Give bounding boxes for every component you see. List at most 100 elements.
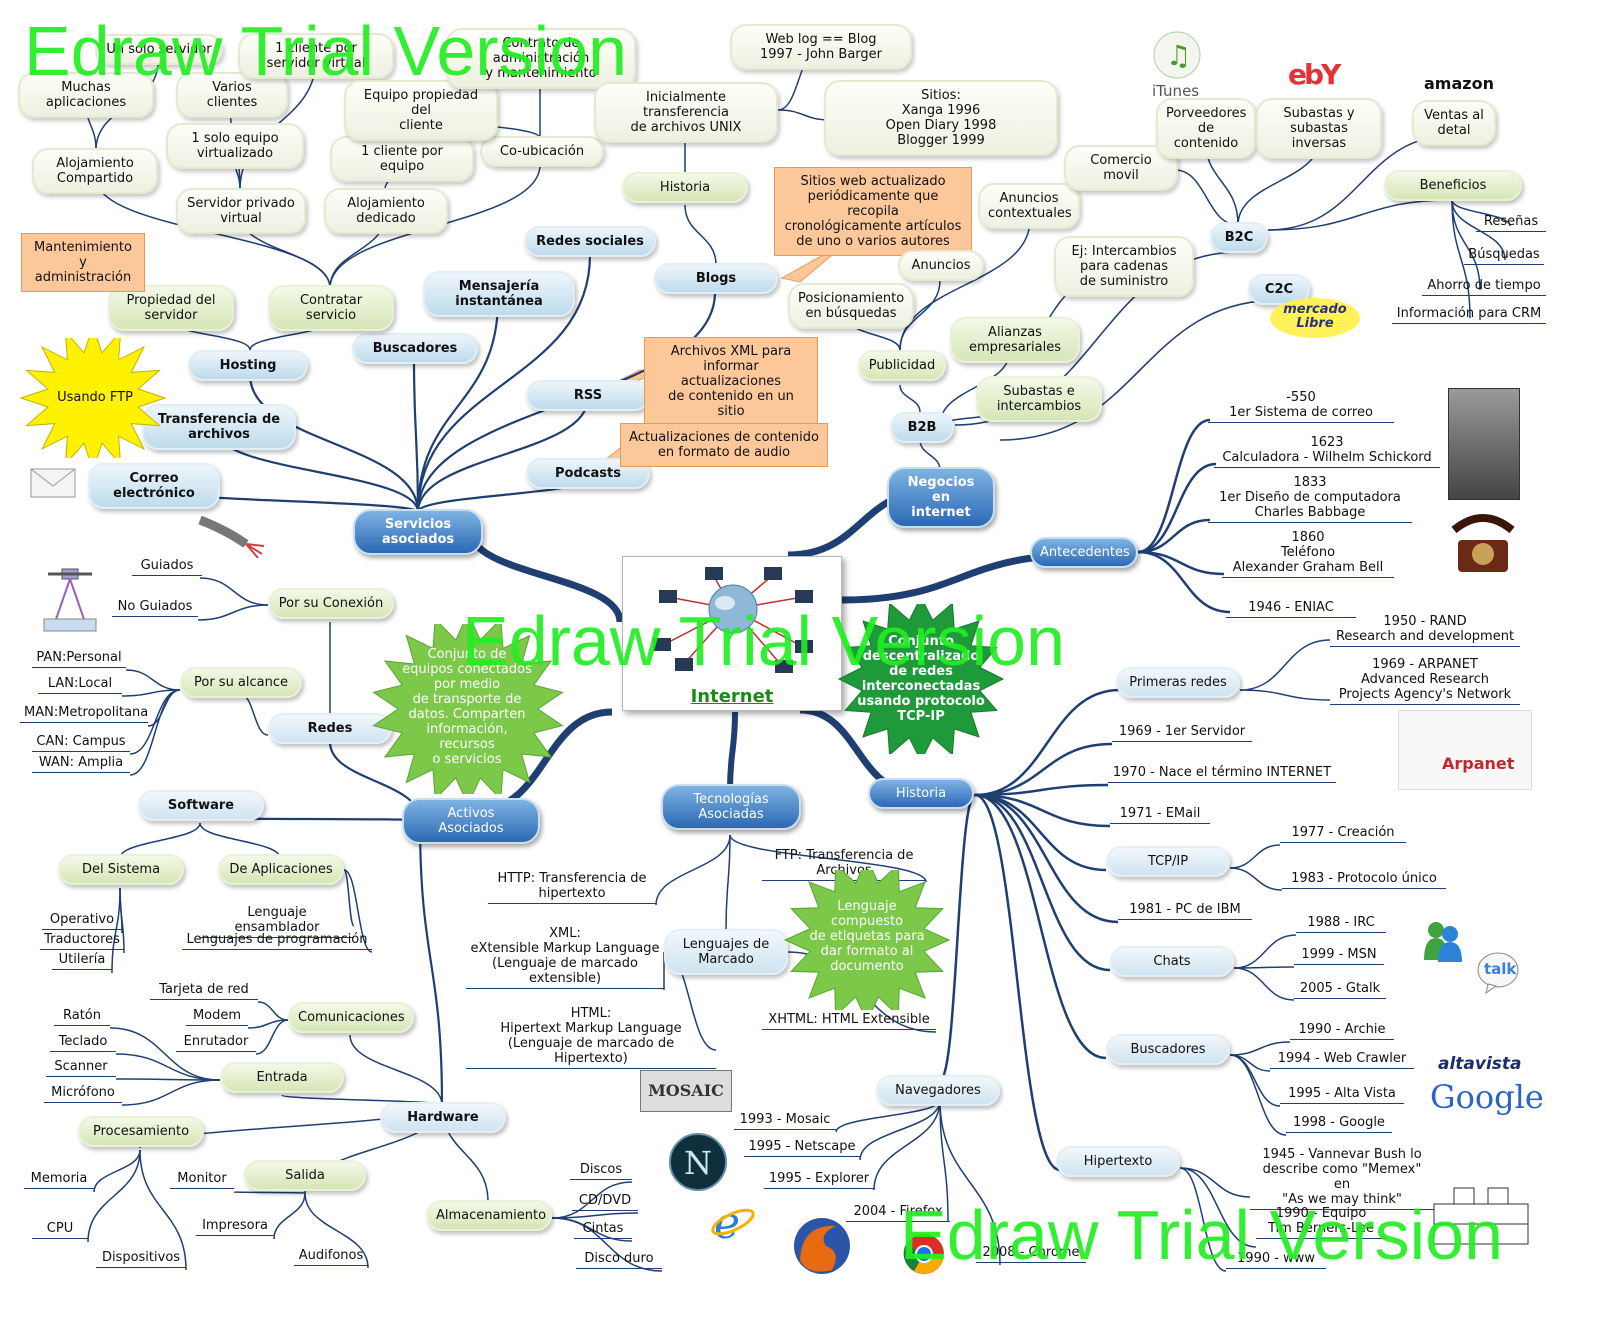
node-un-solo-servidor[interactable]: Un solo servidor — [95, 34, 223, 65]
node-almacenamiento[interactable]: Almacenamiento — [426, 1200, 552, 1231]
branch-negocios-internet[interactable]: Negocios en internet — [887, 467, 995, 528]
hypertext-machine-icon — [1433, 1187, 1529, 1245]
leaf-disco-duro: Disco duro — [576, 1249, 662, 1269]
telephone-icon — [1451, 514, 1515, 572]
gtalk-logo-text: talk — [1484, 960, 1517, 978]
node-de-aplicaciones[interactable]: De Aplicaciones — [218, 854, 344, 885]
leaf-ahorro-tiempo: Ahorro de tiempo — [1422, 276, 1546, 296]
mercadolibre-logo: mercado Libre — [1270, 298, 1360, 338]
node-alianzas[interactable]: Alianzas empresariales — [950, 317, 1080, 363]
branch-activos-asociados[interactable]: Activos Asociados — [402, 798, 540, 844]
node-buscadores-historia[interactable]: Buscadores — [1106, 1034, 1230, 1065]
node-varios-clientes[interactable]: Varios clientes — [176, 72, 288, 118]
node-por-su-conexion[interactable]: Por su Conexión — [268, 588, 394, 619]
leaf-xml: XML: eXtensible Markup Language (Lenguaj… — [466, 924, 664, 989]
node-weblog[interactable]: Web log == Blog 1997 - John Barger — [730, 24, 912, 70]
node-tcpip[interactable]: TCP/IP — [1106, 846, 1230, 877]
node-b2c[interactable]: B2C — [1210, 222, 1268, 253]
node-buscadores[interactable]: Buscadores — [352, 333, 478, 364]
network-globe-icon — [653, 567, 813, 673]
center-node-internet[interactable]: Internet — [622, 556, 842, 711]
leaf-lan: LAN:Local — [38, 674, 122, 694]
node-hosting[interactable]: Hosting — [188, 350, 308, 381]
node-b2b[interactable]: B2B — [890, 412, 954, 443]
node-subastas-inversas[interactable]: Subastas y subastas inversas — [1256, 98, 1382, 159]
node-hardware[interactable]: Hardware — [380, 1102, 506, 1133]
node-alojamiento-compartido[interactable]: Alojamiento Compartido — [32, 148, 158, 194]
node-publicidad[interactable]: Publicidad — [858, 350, 946, 381]
leaf-cpu: CPU — [32, 1219, 88, 1239]
node-transferencia-archivos[interactable]: Transferencia de archivos — [142, 404, 296, 450]
leaf-impresora: Impresora — [196, 1216, 274, 1236]
node-anuncios-contextuales[interactable]: Anuncios contextuales — [978, 183, 1080, 229]
portrait-image-icon — [1448, 388, 1520, 500]
leaf-tcp-creacion: 1977 - Creación — [1280, 823, 1406, 843]
leaf-webcrawler: 1994 - Web Crawler — [1270, 1049, 1414, 1069]
node-del-sistema[interactable]: Del Sistema — [58, 854, 184, 885]
node-chats[interactable]: Chats — [1110, 946, 1234, 977]
branch-antecedentes[interactable]: Antecedentes — [1030, 537, 1138, 568]
node-redes-sociales[interactable]: Redes sociales — [524, 226, 656, 257]
leaf-man: MAN:Metropolitana — [20, 703, 148, 723]
node-historia-blog[interactable]: Historia — [622, 172, 748, 203]
internet-definicion-text: Conjunto descentralizado de redes interc… — [857, 634, 985, 724]
leaf-firefox: 2004 - Firefox — [846, 1202, 950, 1222]
node-anuncios[interactable]: Anuncios — [898, 250, 984, 281]
leaf-enrutador: Enrutador — [176, 1032, 256, 1052]
node-correo-electronico[interactable]: Correo electrónico — [88, 463, 220, 509]
node-salida[interactable]: Salida — [244, 1160, 366, 1191]
node-posicionamiento[interactable]: Posicionamiento en búsquedas — [788, 283, 914, 329]
node-servidor-privado-virtual[interactable]: Servidor privado virtual — [176, 188, 306, 234]
google-logo: Google — [1430, 1078, 1544, 1116]
node-primeras-redes[interactable]: Primeras redes — [1116, 667, 1240, 698]
node-navegadores[interactable]: Navegadores — [876, 1075, 1000, 1106]
node-blogs[interactable]: Blogs — [654, 263, 778, 294]
node-rss[interactable]: RSS — [526, 380, 650, 411]
node-equipo-propiedad-cliente[interactable]: Equipo propiedad del cliente — [344, 80, 498, 141]
leaf-antecedente-calculadora: 1623 Calculadora - Wilhelm Schickord — [1214, 433, 1440, 468]
arpanet-logo-text: Arpanet — [1442, 754, 1515, 773]
node-software[interactable]: Software — [138, 790, 264, 821]
branch-tecnologias-asociadas[interactable]: Tecnologías Asociadas — [661, 784, 801, 830]
node-proveedores-contenido[interactable]: Porveedores de contenido — [1156, 98, 1256, 159]
node-hipertexto[interactable]: Hipertexto — [1056, 1146, 1180, 1177]
node-intercambios-suministro[interactable]: Ej: Intercambios para cadenas de suminis… — [1054, 236, 1194, 297]
node-un-equipo-virtualizado[interactable]: 1 solo equipo virtualizado — [166, 123, 304, 169]
node-muchas-aplicaciones[interactable]: Muchas aplicaciones — [18, 72, 154, 118]
node-procesamiento[interactable]: Procesamiento — [78, 1116, 204, 1147]
star-internet-definicion — [837, 604, 1005, 754]
node-por-su-alcance[interactable]: Por su alcance — [180, 667, 302, 698]
node-un-cliente-equipo[interactable]: 1 cliente por equipo — [330, 136, 474, 182]
leaf-explorer: 1995 - Explorer — [764, 1169, 874, 1189]
msn-messenger-icon — [1424, 922, 1462, 962]
leaf-antecedente-correo: -550 1er Sistema de correo — [1208, 388, 1394, 423]
internet-explorer-icon: e — [711, 1198, 755, 1244]
star-usando-ftp — [19, 338, 167, 458]
leaf-operativo: Operativo — [42, 910, 122, 930]
leaf-monitor: Monitor — [170, 1169, 234, 1189]
node-cliente-servidor-virtual[interactable]: 1 cliente por servidor virtual — [238, 33, 394, 79]
node-lenguajes-marcado[interactable]: Lenguajes de Marcado — [664, 929, 788, 975]
leaf-google: 1998 - Google — [1286, 1113, 1392, 1133]
leaf-wan: WAN: Amplia — [32, 753, 130, 773]
branch-historia[interactable]: Historia — [868, 778, 974, 809]
node-contratar-servicio[interactable]: Contratar servicio — [268, 285, 394, 331]
node-entrada[interactable]: Entrada — [220, 1062, 344, 1093]
leaf-memoria: Memoria — [24, 1169, 94, 1189]
ebay-logo: ebY — [1288, 58, 1341, 91]
node-subastas-intercambios[interactable]: Subastas e intercambios — [976, 376, 1102, 422]
gtalk-icon — [1477, 952, 1519, 994]
node-contrato-administracion[interactable]: Contrato de administración y mantenimien… — [446, 28, 636, 89]
lenguaje-definicion-text: Lenguaje compuesto de etiquetas para dar… — [809, 899, 925, 974]
node-co-ubicacion[interactable]: Co-ubicación — [480, 136, 604, 167]
node-sitios-blog[interactable]: Sitios: Xanga 1996 Open Diary 1998 Blogg… — [824, 80, 1058, 156]
branch-servicios-asociados[interactable]: Servicios asociados — [353, 509, 483, 555]
node-beneficios[interactable]: Beneficios — [1384, 170, 1522, 201]
node-propiedad-servidor[interactable]: Propiedad del servidor — [108, 285, 234, 331]
node-mensajeria[interactable]: Mensajería instantánea — [423, 271, 575, 317]
node-comunicaciones[interactable]: Comunicaciones — [288, 1002, 414, 1033]
node-redes[interactable]: Redes — [268, 713, 392, 744]
node-ventas-detal[interactable]: Ventas al detal — [1412, 100, 1496, 146]
node-transferencia-unix[interactable]: Inicialmente transferencia de archivos U… — [594, 82, 778, 143]
node-alojamiento-dedicado[interactable]: Alojamiento dedicado — [324, 188, 448, 234]
